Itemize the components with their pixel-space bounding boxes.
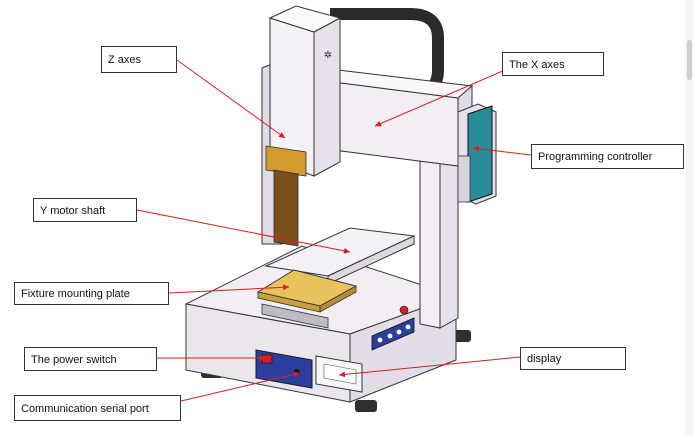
- z-axis-column: ✲: [261, 5, 342, 247]
- leader-z-axes: [176, 59, 286, 139]
- svg-text:✲: ✲: [324, 50, 332, 61]
- label-communication-serial-port: Communication serial port: [14, 395, 181, 421]
- scrollbar-thumb[interactable]: [687, 40, 692, 80]
- x-axis-beam: [316, 69, 474, 167]
- vertical-scrollbar[interactable]: [685, 0, 693, 436]
- label-display: display: [520, 347, 626, 370]
- label-y-motor-shaft: Y motor shaft: [33, 198, 137, 222]
- leader-lines: [136, 59, 532, 402]
- leader-programming-controller: [472, 145, 532, 156]
- programming-controller: [457, 103, 497, 205]
- leader-communication-serial-port: [180, 371, 301, 402]
- leader-fixture-mounting-plate: [168, 284, 290, 294]
- label-z-axes: Z axes: [101, 46, 177, 73]
- label-x-axes: The X axes: [502, 52, 604, 76]
- y-axis-rail: [264, 227, 416, 285]
- leader-x-axes: [374, 66, 513, 127]
- leader-display: [338, 356, 521, 378]
- fixture-mounting-plate: [256, 269, 358, 329]
- button-panel: [371, 305, 415, 351]
- leader-y-motor-shaft: [136, 209, 351, 254]
- label-programming-controller: Programming controller: [531, 144, 684, 169]
- label-fixture-mounting-plate: Fixture mounting plate: [14, 282, 169, 305]
- label-power-switch: The power switch: [24, 347, 157, 371]
